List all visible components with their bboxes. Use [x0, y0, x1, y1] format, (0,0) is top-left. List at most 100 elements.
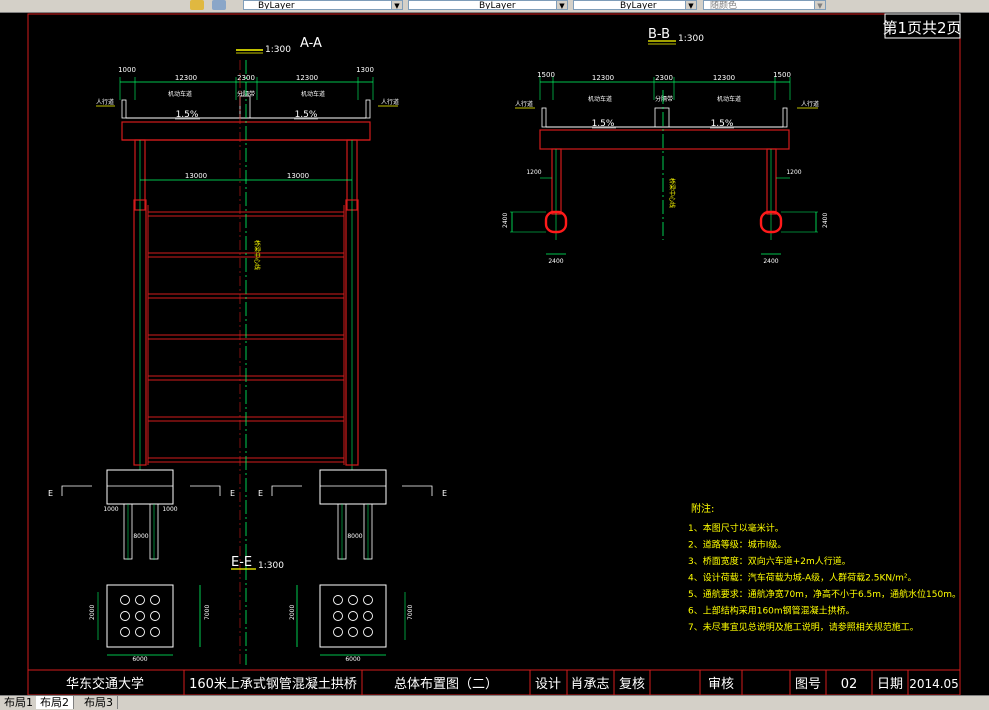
pile-section-circle: [135, 595, 145, 605]
pile-section-circle: [363, 611, 373, 621]
aa-cut-e-4: E: [442, 489, 447, 498]
section-ee: E-E 1:300 6000 6000 2000 7000 2000 7000: [89, 555, 414, 663]
aa-dim-2: 12300: [175, 74, 197, 82]
section-ee-title: E-E: [231, 555, 252, 570]
bb-lane-right: 机动车道: [717, 95, 741, 103]
bb-dim-2: 12300: [592, 74, 614, 82]
aa-slope-left: 1.5%: [176, 110, 199, 120]
tb-check-label: 复核: [619, 677, 645, 692]
notes-title: 附注:: [691, 502, 714, 515]
tb-date-label: 日期: [877, 677, 903, 692]
section-aa-title: A-A: [300, 36, 322, 51]
tb-school: 华东交通大学: [66, 676, 144, 692]
pile-section-circle: [333, 627, 343, 637]
ee-height-right: 2000: [289, 605, 296, 620]
bb-col-right: 1200: [786, 169, 801, 176]
pile-section-circle: [348, 595, 358, 605]
tab-layout-2[interactable]: 布局2: [36, 696, 74, 709]
pile-section-circle: [363, 627, 373, 637]
aa-lane-left: 机动车道: [168, 90, 192, 98]
layer-state-icon[interactable]: [190, 0, 204, 10]
tb-designer: 肖承志: [570, 677, 609, 692]
pile-section-circle: [348, 611, 358, 621]
aa-dim-1: 1000: [118, 66, 136, 74]
section-aa-scale: 1:300: [265, 45, 291, 55]
bb-tube-h-right: 2400: [822, 213, 829, 228]
bb-tube-w-right: 2400: [763, 258, 778, 265]
pile-section-circle: [135, 611, 145, 621]
layer-previous-icon[interactable]: [212, 0, 226, 10]
plotstyle-combo[interactable]: 随颜色 ▼: [703, 0, 826, 10]
aa-walkway-right: 人行道: [381, 98, 399, 106]
drawing-canvas[interactable]: 第1页共2页 1:300 A-A 1000 12300 2300 12300 1…: [0, 12, 989, 695]
section-ee-scale: 1:300: [258, 561, 284, 571]
chevron-down-icon[interactable]: ▼: [391, 1, 402, 9]
aa-dim-4: 12300: [296, 74, 318, 82]
pile-section-circle: [150, 611, 160, 621]
color-bylayer-combo[interactable]: ByLayer ▼: [243, 0, 403, 10]
pile-section-circle: [150, 627, 160, 637]
ee-height-right-inner: 7000: [407, 605, 414, 620]
chevron-down-icon[interactable]: ▼: [556, 1, 567, 9]
note-item: 4、设计荷载：汽车荷载为城-A级，人群荷载2.5KN/m²。: [688, 572, 917, 584]
chevron-down-icon[interactable]: ▼: [685, 1, 696, 9]
bb-walkway-left: 人行道: [515, 100, 533, 108]
aa-cut-e-3: E: [258, 489, 263, 498]
aa-slope-right: 1.5%: [295, 110, 318, 120]
ee-width-right: 6000: [345, 656, 360, 663]
bb-centerline-label: 桥梁中心线: [668, 178, 676, 208]
aa-dim-5: 1300: [356, 66, 374, 74]
section-bb-scale: 1:300: [678, 34, 704, 44]
aa-centerline-label: 桥梁中心线: [253, 240, 261, 270]
pile-section-circle: [333, 611, 343, 621]
layout-tabs: 布局1 布局2 布局3: [0, 695, 989, 710]
pile-section-circle: [333, 595, 343, 605]
aa-cut-e-1: E: [48, 489, 53, 498]
note-item: 3、桥面宽度：双向六车道+2m人行道。: [688, 555, 851, 567]
section-bb-title: B-B: [648, 27, 670, 42]
tb-number-label: 图号: [795, 677, 821, 692]
note-item: 2、道路等级：城市I级。: [688, 539, 786, 551]
tb-date: 2014.05: [909, 677, 959, 691]
linetype-bylayer-combo[interactable]: ByLayer ▼: [408, 0, 568, 10]
aa-pile-dim-1: 1000: [103, 506, 118, 513]
aa-span-left: 13000: [185, 172, 207, 180]
bb-tube-w-left: 2400: [548, 258, 563, 265]
aa-walkway-left: 人行道: [96, 98, 114, 106]
aa-pile-dim-4: 8000: [347, 533, 362, 540]
lineweight-bylayer-combo[interactable]: ByLayer ▼: [573, 0, 697, 10]
pile-section-circle: [348, 627, 358, 637]
page-count-box: 第1页共2页: [882, 19, 961, 37]
section-aa: 1:300 A-A 1000 12300 2300 12300 1300 机动车…: [48, 36, 447, 665]
cad-toolbar: ByLayer ▼ ByLayer ▼ ByLayer ▼ 随颜色 ▼: [0, 0, 989, 13]
note-item: 7、未尽事宜见总说明及施工说明，请参照相关规范施工。: [688, 621, 919, 633]
ee-height-left-inner: 2000: [89, 605, 96, 620]
bb-slope-left: 1.5%: [592, 119, 615, 129]
ee-height-left: 7000: [204, 605, 211, 620]
bb-col-left: 1200: [526, 169, 541, 176]
pile-section-circle: [363, 595, 373, 605]
tb-number: 02: [841, 677, 858, 692]
bb-slope-right: 1.5%: [711, 119, 734, 129]
note-item: 5、通航要求：通航净宽70m，净高不小于6.5m，通航水位150m。: [688, 588, 961, 600]
bb-tube-h-left: 2400: [502, 213, 509, 228]
pile-section-circle: [120, 627, 130, 637]
bb-dim-3: 2300: [655, 74, 673, 82]
tb-drawing: 总体布置图（二）: [394, 677, 498, 692]
ee-width-left: 6000: [132, 656, 147, 663]
bb-median: 分隔带: [655, 95, 673, 103]
bb-dim-1: 1500: [537, 71, 555, 79]
aa-cut-e-2: E: [230, 489, 235, 498]
tab-layout-1[interactable]: 布局1: [0, 696, 38, 709]
chevron-down-icon[interactable]: ▼: [814, 1, 825, 9]
tab-layout-3[interactable]: 布局3: [80, 696, 118, 709]
section-bb: B-B 1:300 1500 12300 2300 12300 1500 机动车…: [502, 27, 829, 265]
aa-lane-right: 机动车道: [301, 90, 325, 98]
note-item: 1、本图尺寸以毫米计。: [688, 522, 784, 534]
pile-section-circle: [135, 627, 145, 637]
aa-pile-dim-2: 1000: [162, 506, 177, 513]
bb-dim-5: 1500: [773, 71, 791, 79]
tb-project: 160米上承式钢管混凝土拱桥: [189, 676, 357, 692]
pile-section-circle: [120, 595, 130, 605]
pile-section-circle: [120, 611, 130, 621]
